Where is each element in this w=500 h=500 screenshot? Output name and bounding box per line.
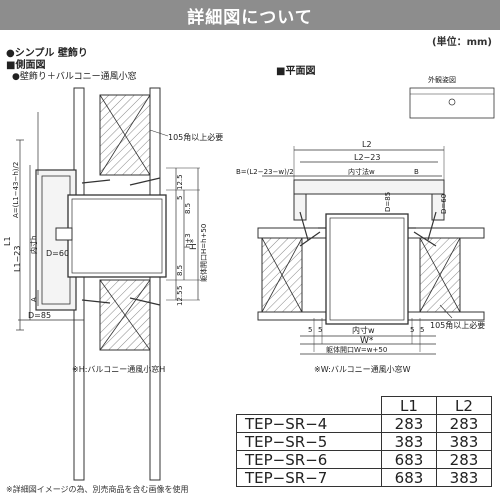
side-wall-right-outer bbox=[149, 87, 161, 481]
side-view: 105角以上必要 A=(L1−43−h)/2 L1 L1−23 内寸h D=60… bbox=[3, 87, 223, 481]
side-dim-85-top: 8.5 bbox=[184, 203, 192, 214]
plan-note-right: 105角以上必要 bbox=[430, 320, 485, 330]
plan-frame-top bbox=[293, 179, 445, 195]
plan-dim-inner-w-top: 内寸法w bbox=[348, 167, 375, 176]
side-dim-d85: D=85 bbox=[28, 311, 51, 320]
spec-l2: 383 bbox=[436, 432, 492, 451]
plan-dim-l2-23: L2−23 bbox=[354, 153, 380, 162]
side-dim-l1: L1 bbox=[3, 236, 12, 246]
side-dim-inner-h: 内寸h bbox=[29, 236, 38, 254]
spec-model: TEP−SR−7 bbox=[236, 468, 382, 487]
side-dim-5-top: 5 bbox=[176, 196, 184, 200]
plan-dim-b-formula: B=(L2−23−w)/2 bbox=[236, 168, 294, 176]
product-title: ●シンプル 壁飾り bbox=[6, 48, 88, 59]
spec-model: TEP−SR−5 bbox=[236, 432, 382, 451]
side-dim-opening: 躯体開口H=h+50 bbox=[199, 224, 208, 282]
spec-table-header: L1 L2 bbox=[236, 396, 492, 415]
side-dim-l1-23: L1−23 bbox=[13, 246, 22, 272]
plan-dim-5b: 5 bbox=[318, 326, 322, 334]
spec-l1: 283 bbox=[381, 414, 437, 433]
plan-dim-b: B bbox=[414, 168, 419, 176]
external-view-label: 外観姿図 bbox=[428, 75, 456, 84]
plan-dim-w-star: W* bbox=[360, 336, 374, 346]
spec-model: TEP−SR−4 bbox=[236, 414, 382, 433]
side-view-title: ■側面図 bbox=[6, 60, 46, 71]
page-header: 詳細図について bbox=[0, 0, 500, 30]
spec-l2: 283 bbox=[436, 414, 492, 433]
side-dim-85-bot: 8.5 bbox=[176, 265, 184, 276]
side-dim-125-top: 12.5 bbox=[176, 174, 184, 190]
plan-vent-box bbox=[325, 213, 409, 325]
side-dim-125-bot: 12.5 bbox=[176, 290, 184, 306]
side-dim-h-star: H* bbox=[189, 238, 199, 250]
unit-label: (単位：mm) bbox=[432, 37, 492, 48]
spec-l2: 383 bbox=[436, 468, 492, 487]
plan-dim-5a: 5 bbox=[308, 326, 312, 334]
plan-dim-5d: 5 bbox=[420, 326, 424, 334]
spec-l1: 683 bbox=[381, 450, 437, 469]
side-handle bbox=[55, 227, 73, 241]
page-title: 詳細図について bbox=[187, 7, 313, 28]
external-view-knob-icon bbox=[448, 98, 456, 106]
plan-dim-inner-w: 内寸w bbox=[352, 325, 375, 335]
plan-dim-5c: 5 bbox=[410, 326, 414, 334]
plan-caption: ※W:バルコニー通風小窓W bbox=[314, 364, 411, 374]
plan-dim-l2: L2 bbox=[362, 140, 372, 149]
side-vent-box bbox=[67, 194, 167, 278]
spec-model: TEP−SR−6 bbox=[236, 450, 382, 469]
plan-dim-d60: D=60 bbox=[440, 194, 448, 214]
spec-header-blank bbox=[236, 396, 382, 415]
plan-view: 外観姿図 L2 L2−23 B=(L2−23−w)/2 内寸法w B bbox=[236, 75, 495, 374]
plan-view-title: ■平面図 bbox=[276, 66, 316, 77]
external-view-figure bbox=[409, 87, 495, 119]
side-dim-h3: h+3 bbox=[184, 233, 192, 248]
side-view-subtitle: ●壁飾り＋バルコニー通風小窓 bbox=[12, 72, 137, 82]
spec-header-l1: L1 bbox=[381, 396, 437, 415]
table-row: TEP−SR−7 683 383 bbox=[236, 468, 492, 487]
side-caption: ※H:バルコニー通風小窓H bbox=[72, 364, 165, 374]
spec-l1: 683 bbox=[381, 468, 437, 487]
spec-table: L1 L2 TEP−SR−4 283 283 TEP−SR−5 383 383 … bbox=[236, 396, 492, 487]
table-row: TEP−SR−6 683 283 bbox=[236, 450, 492, 469]
side-dim-5-bot: 5 bbox=[176, 286, 184, 290]
footnote: ※詳細図イメージの為、別売商品を含む画像を使用 bbox=[6, 485, 189, 494]
plan-dim-opening: 躯体開口W=w+50 bbox=[326, 345, 387, 354]
side-dim-a: A bbox=[30, 297, 38, 302]
side-dim-a-formula: A=(L1−43−h)/2 bbox=[12, 162, 20, 218]
table-row: TEP−SR−5 383 383 bbox=[236, 432, 492, 451]
side-dim-d60: D=60 bbox=[46, 249, 69, 258]
side-note-top: 105角以上必要 bbox=[168, 132, 223, 142]
spec-header-l2: L2 bbox=[436, 396, 492, 415]
table-row: TEP−SR−4 283 283 bbox=[236, 414, 492, 433]
spec-l1: 383 bbox=[381, 432, 437, 451]
plan-dim-d85: D=85 bbox=[384, 192, 392, 212]
spec-l2: 283 bbox=[436, 450, 492, 469]
